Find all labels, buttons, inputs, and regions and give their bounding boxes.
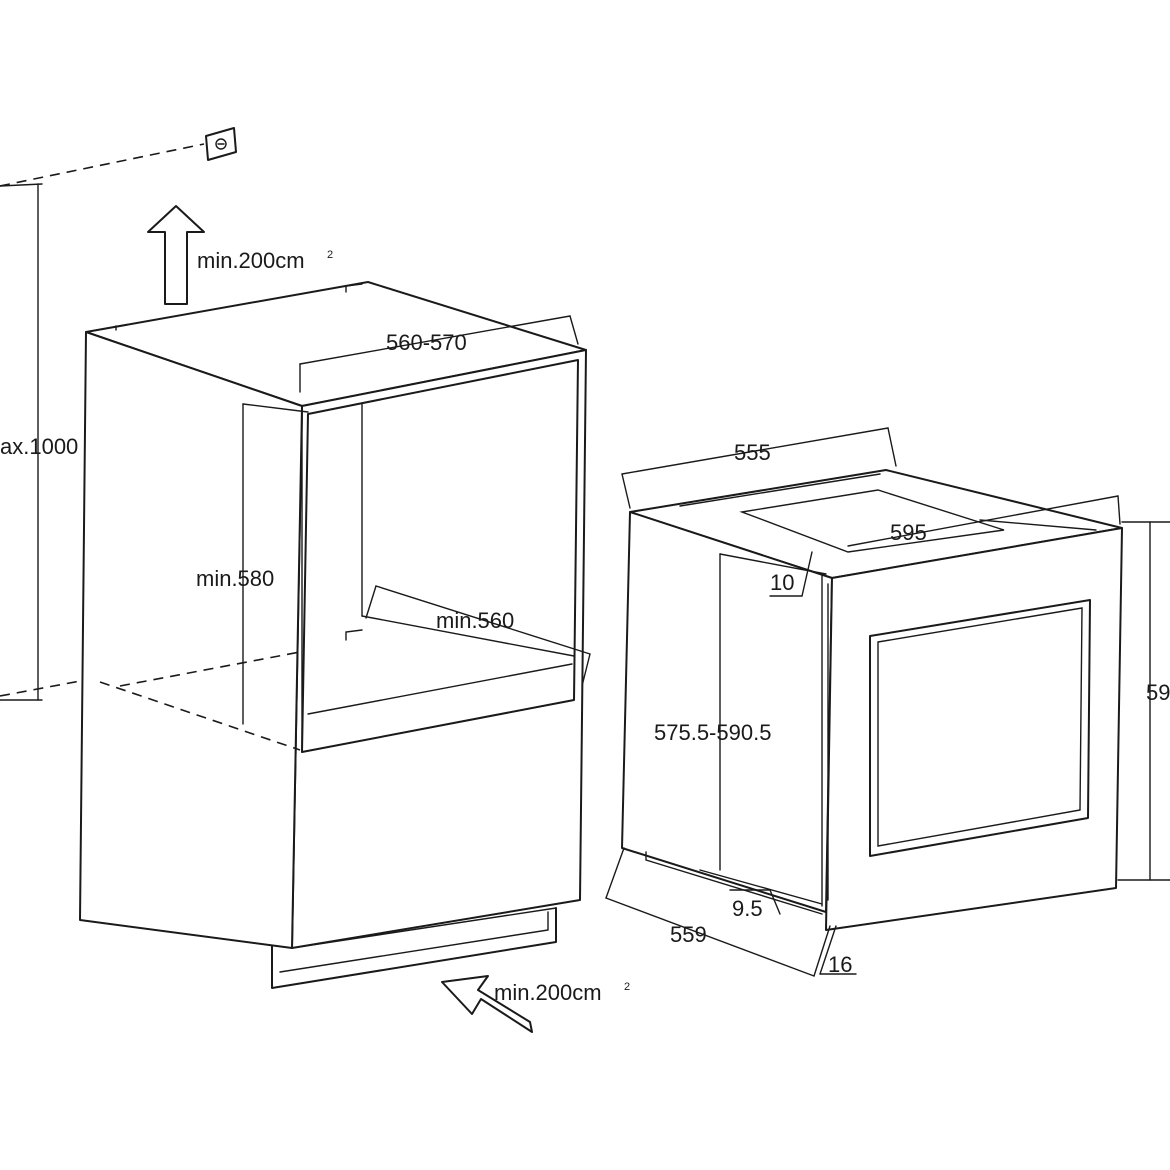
oven bbox=[621, 469, 1123, 931]
oven-front-thickness-dimension bbox=[819, 925, 857, 975]
oven-depth-bottom-label: 559 bbox=[670, 922, 707, 947]
cabinet-depth-dimension bbox=[365, 585, 591, 687]
oven-front-thickness-label: 16 bbox=[828, 952, 852, 977]
vent-top-label: min.200cm bbox=[197, 248, 305, 273]
oven-offset-label: 10 bbox=[770, 570, 794, 595]
vent-arrow-up-icon bbox=[147, 205, 205, 305]
niche-depth-guide-line bbox=[99, 681, 301, 751]
oven-height-label: 59 bbox=[1146, 680, 1170, 705]
oven-bottom-offset-label: 9.5 bbox=[732, 896, 763, 921]
cabinet-width-dimension bbox=[299, 315, 579, 393]
cabinet-height-dimension bbox=[242, 403, 309, 725]
oven-depth-bottom-dimension bbox=[605, 847, 831, 977]
cabinet-min-height-label: min.580 bbox=[196, 566, 274, 591]
oven-width-label: 595 bbox=[890, 520, 927, 545]
vent-arrow-diagonal-icon bbox=[441, 975, 533, 1033]
vent-bottom-superscript: 2 bbox=[624, 981, 630, 993]
cabinet bbox=[79, 281, 587, 989]
socket-icon bbox=[205, 127, 237, 161]
oven-height-range-dimension bbox=[719, 553, 827, 871]
oven-offset-dimension bbox=[769, 551, 813, 597]
oven-depth-top-dimension bbox=[621, 427, 897, 509]
cabinet-width-label: 560-570 bbox=[386, 330, 467, 355]
max-height-dimension bbox=[0, 183, 43, 701]
oven-depth-top-label: 555 bbox=[734, 440, 771, 465]
vent-bottom-label: min.200cm bbox=[494, 980, 602, 1005]
oven-bottom-offset-dimension bbox=[729, 889, 781, 915]
oven-height-dimension bbox=[1117, 521, 1170, 881]
max-height-label: ax.1000 bbox=[0, 434, 78, 459]
vent-top-superscript: 2 bbox=[327, 249, 333, 261]
oven-height-range-label: 575.5-590.5 bbox=[654, 720, 771, 745]
cabinet-min-depth-label: min.560 bbox=[436, 608, 514, 633]
oven-width-dimension bbox=[847, 495, 1121, 547]
niche-floor-guide-line bbox=[119, 651, 301, 687]
socket-guide-line bbox=[0, 143, 205, 187]
